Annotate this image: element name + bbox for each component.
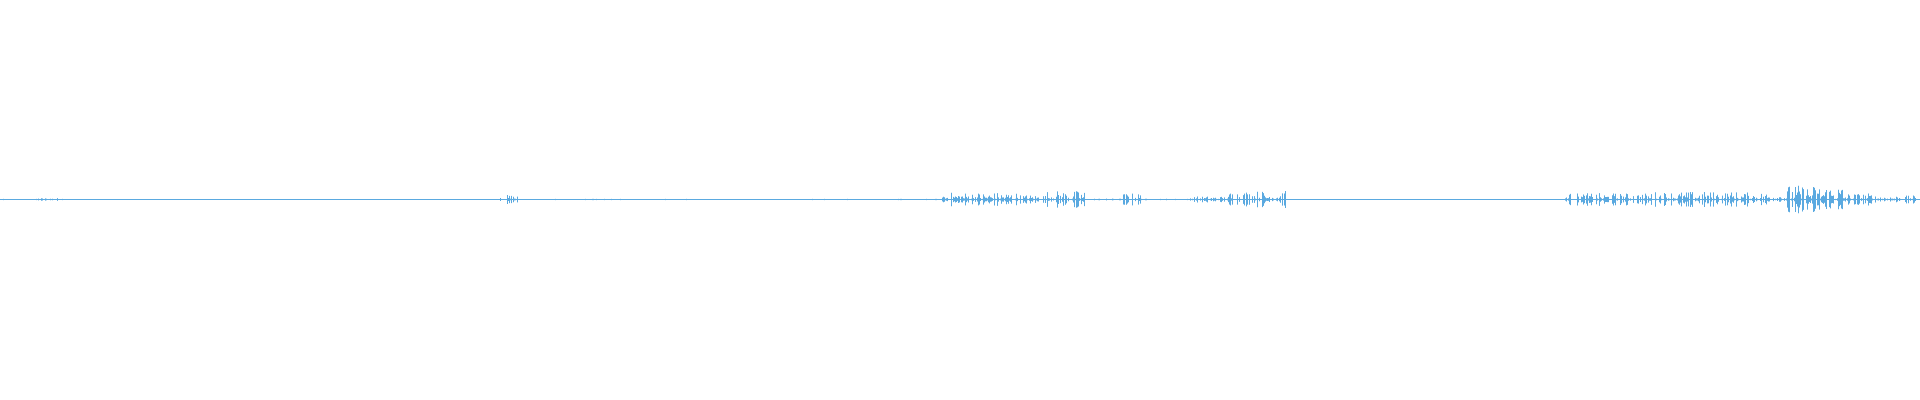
- waveform-path: [0, 185, 1920, 214]
- waveform-bars: [0, 185, 1920, 214]
